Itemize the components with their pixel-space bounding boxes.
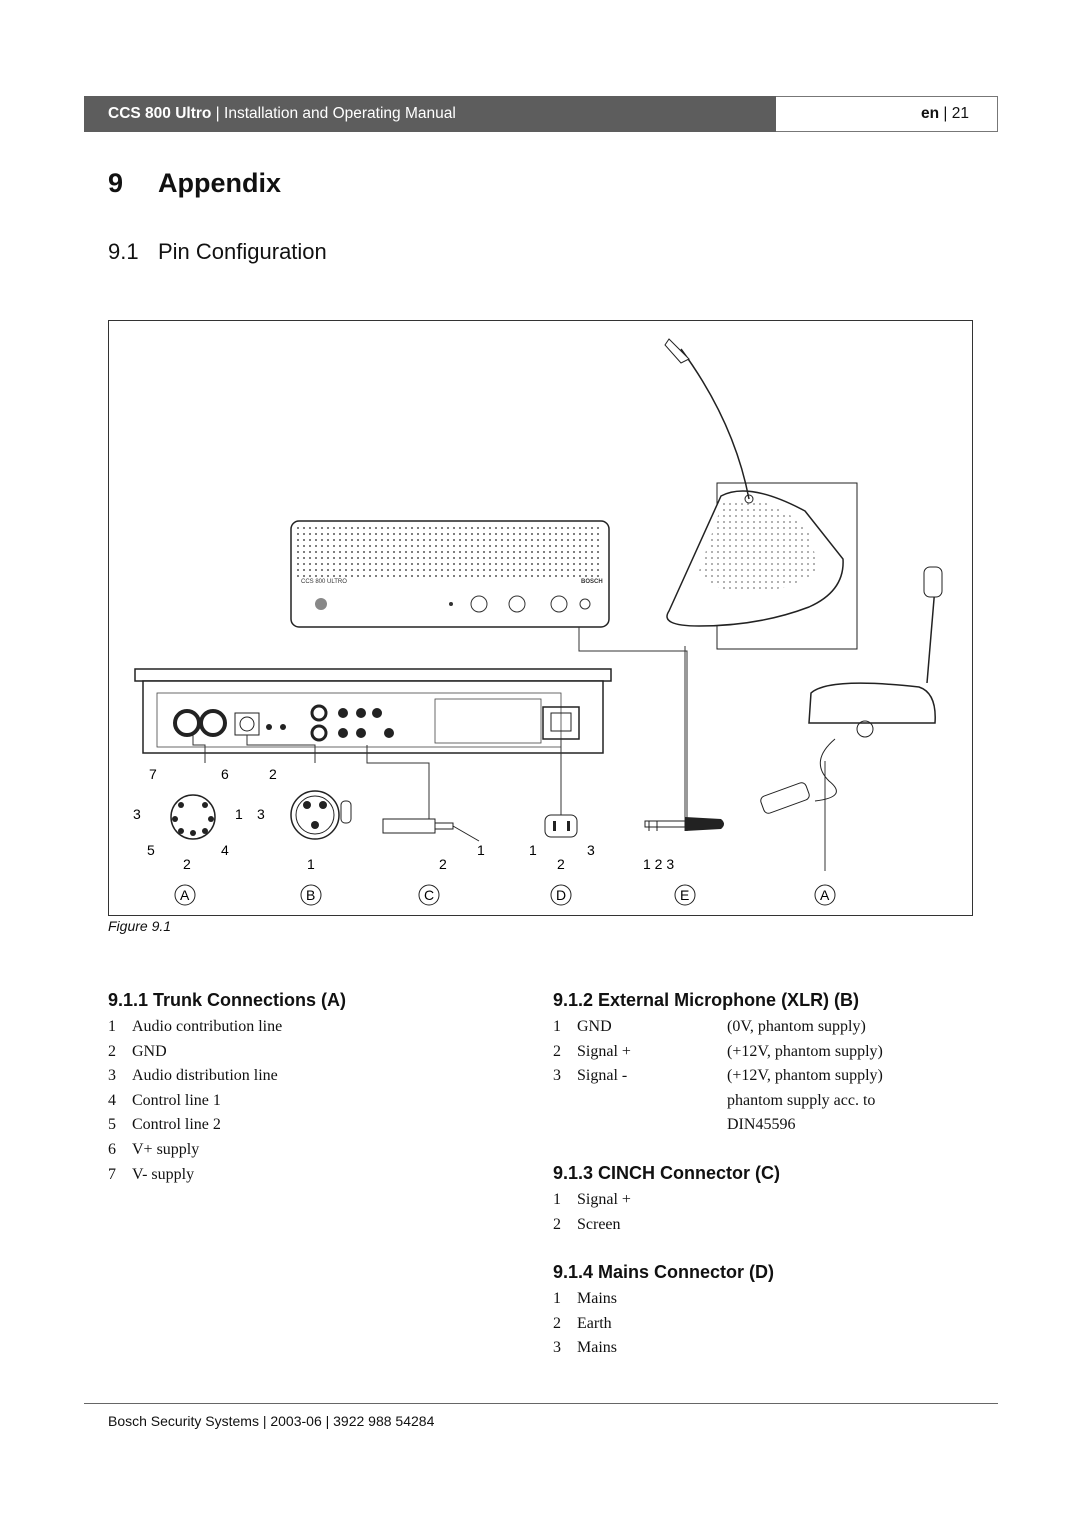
letter-e: E [680, 887, 689, 903]
mains-pin-2: 2 [557, 856, 565, 872]
xlr-pin-3: 3 [257, 806, 265, 822]
brand-label: BOSCH [581, 579, 603, 585]
cinch-connector: 2 1 [382, 818, 485, 872]
din-pin-7: 7 [149, 766, 157, 782]
list-item: DIN45596 [727, 1116, 796, 1134]
din-pin-5: 5 [147, 842, 155, 858]
subsection-heading: 9.1 Pin Configuration [108, 239, 327, 265]
din-pin-3: 3 [133, 806, 141, 822]
header-separator: | [211, 105, 225, 122]
din-pin-2: 2 [183, 856, 191, 872]
connector-letters: A B C D E A [174, 884, 836, 906]
connection-diagram: CCS 800 ULTRO BOSCH [133, 338, 943, 906]
letter-d: D [556, 887, 566, 903]
header-page-box: en | 21 [776, 96, 998, 132]
trunk-heading: 9.1.1 Trunk Connections (A) [108, 990, 347, 1010]
connection-wires [192, 627, 826, 871]
jack-pins: 1 2 3 [643, 856, 674, 872]
letter-a: A [180, 887, 190, 903]
cinch-pin-1: 1 [477, 842, 485, 858]
header-title-bar: CCS 800 Ultro | Installation and Operati… [84, 96, 776, 132]
din-pin-6: 6 [221, 766, 229, 782]
device-label: CCS 800 ULTRO [301, 579, 347, 585]
loudspeaker-rear-panel [134, 668, 612, 754]
mains-heading: 9.1.4 Mains Connector (D) [553, 1262, 775, 1282]
secondary-microphone [760, 566, 943, 814]
jack-connector: 1 2 3 [643, 817, 724, 872]
figure-caption: Figure 9.1 [108, 918, 172, 934]
xlr-heading: 9.1.2 External Microphone (XLR) (B) [553, 990, 860, 1010]
mains-connector: 1 3 2 [529, 814, 595, 872]
product-name: CCS 800 Ultro [108, 105, 212, 122]
letter-b: B [306, 887, 315, 903]
din-pin-4: 4 [221, 842, 229, 858]
section-title: Appendix [158, 168, 282, 198]
language-code: en [921, 105, 940, 122]
doc-title: Installation and Operating Manual [224, 105, 456, 122]
loudspeaker-front-panel: CCS 800 ULTRO BOSCH [290, 520, 610, 628]
din-pin-1: 1 [235, 806, 243, 822]
din-connector: 7 6 3 1 5 4 2 [133, 766, 243, 872]
pin-configuration-figure: CCS 800 ULTRO BOSCH [108, 320, 973, 916]
section-heading: 9 Appendix [108, 168, 281, 199]
footer-divider [84, 1403, 998, 1404]
page-footer: Bosch Security Systems | 2003-06 | 3922 … [108, 1413, 435, 1429]
section-number: 9 [108, 168, 124, 198]
page-header: CCS 800 Ultro | Installation and Operati… [84, 96, 998, 132]
page-separator: | [939, 105, 952, 122]
microphone-console [664, 338, 858, 650]
mains-pin-3: 3 [587, 842, 595, 858]
mains-pin-1: 1 [529, 842, 537, 858]
xlr-connector: 2 3 1 [257, 766, 352, 872]
cinch-pin-2: 2 [439, 856, 447, 872]
subsection-title: Pin Configuration [158, 239, 327, 264]
subsection-number: 9.1 [108, 239, 139, 264]
page-number: 21 [951, 105, 969, 122]
letter-c: C [424, 887, 434, 903]
xlr-pin-2: 2 [269, 766, 277, 782]
list-item: phantom supply acc. to [727, 1091, 876, 1109]
xlr-pin-1: 1 [307, 856, 315, 872]
letter-a-2: A [820, 887, 830, 903]
cinch-heading: 9.1.3 CINCH Connector (C) [553, 1163, 781, 1183]
